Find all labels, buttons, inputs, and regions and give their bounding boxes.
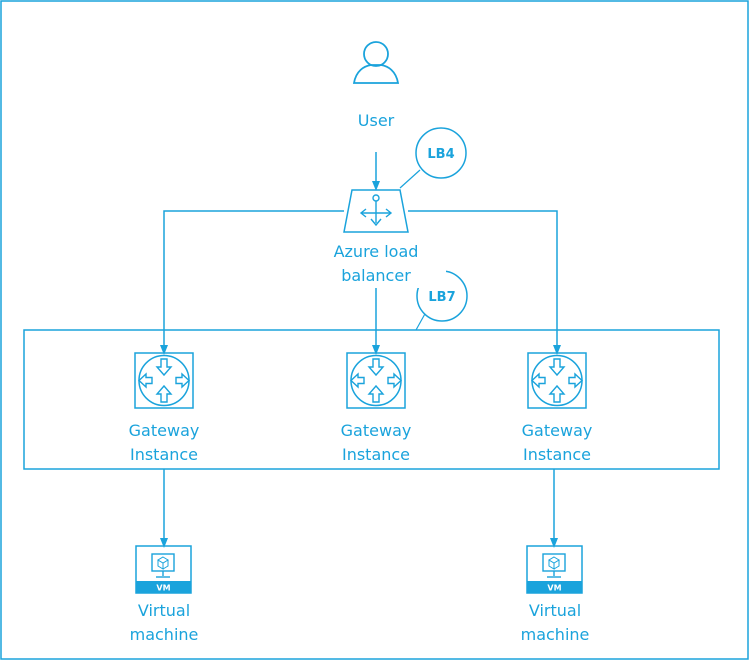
gateway-label-line2: Instance [522, 445, 592, 464]
virtual-machine-icon: VM [526, 545, 583, 594]
gateway-label-line2: Instance [341, 445, 411, 464]
gateway-icon [527, 352, 587, 409]
vm-badge-text: VM [156, 584, 170, 593]
gateway-icon [134, 352, 194, 409]
gateway-label: Gateway Instance [104, 419, 224, 467]
virtual-machine-label-line1: Virtual [137, 601, 191, 620]
virtual-machine-label: Virtual machine [104, 599, 224, 647]
lb7-badge-text: LB7 [428, 290, 455, 305]
lb4-badge-text: LB4 [427, 147, 454, 162]
load-balancer-label-line2: balancer [341, 266, 411, 285]
user-label: User [326, 109, 426, 133]
gateway-label-line1: Gateway [521, 421, 593, 440]
load-balancer-label: Azure load balancer [306, 240, 446, 288]
lb-to-gateway-1-arrow [160, 210, 344, 355]
virtual-machine-icon: VM [135, 545, 192, 594]
gateway-icon [346, 352, 406, 409]
load-balancer-icon [343, 189, 409, 233]
virtual-machine-label-line2: machine [520, 625, 590, 644]
virtual-machine-label: Virtual machine [495, 599, 615, 647]
user-label-text: User [357, 111, 395, 130]
gateway-label-line2: Instance [129, 445, 199, 464]
user-icon [352, 41, 400, 84]
gateway-label: Gateway Instance [316, 419, 436, 467]
vm-badge-text: VM [547, 584, 561, 593]
lb7-pointer-line [415, 311, 427, 331]
virtual-machine-label-line2: machine [129, 625, 199, 644]
lb4-pointer-line [399, 169, 421, 189]
load-balancer-label-line1: Azure load [333, 242, 419, 261]
gateway-group-box [23, 329, 720, 470]
gateway-label: Gateway Instance [497, 419, 617, 467]
gateway-label-line1: Gateway [128, 421, 200, 440]
virtual-machine-label-line1: Virtual [528, 601, 582, 620]
lb4-badge [415, 127, 467, 179]
lb-to-gateway-3-arrow [408, 210, 561, 355]
gateway-label-line1: Gateway [340, 421, 412, 440]
